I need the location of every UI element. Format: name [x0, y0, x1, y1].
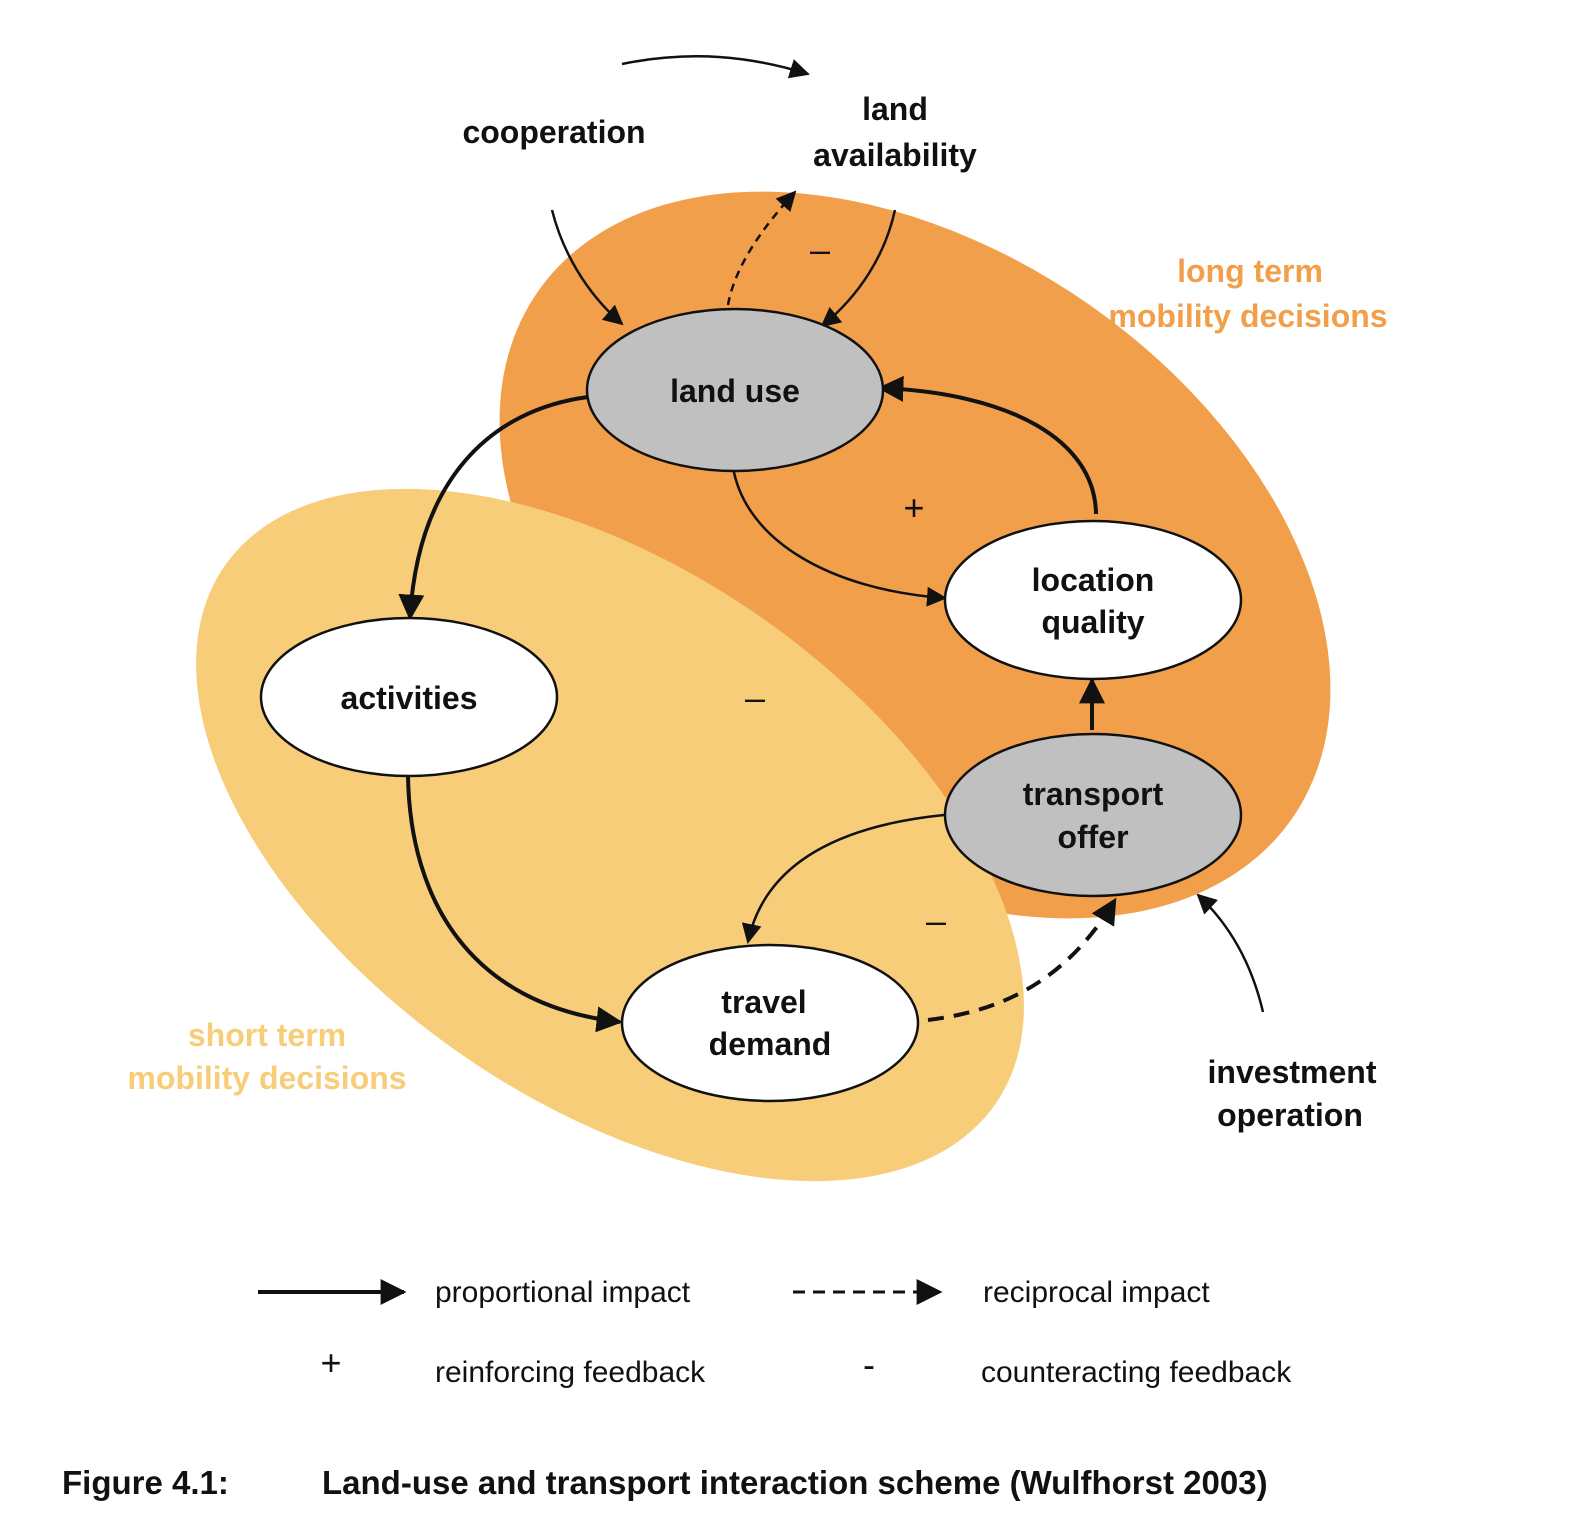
node-transport-offer-label-line2: offer: [1057, 819, 1128, 855]
travel-demand-to-transport-offer-dashed-arrow: [927, 897, 1117, 1022]
node-location-quality: location quality: [943, 519, 1243, 681]
investment-label: investment: [1208, 1054, 1377, 1090]
sign-transport-loop: –: [926, 900, 946, 941]
short-term-label-line1: short term: [188, 1017, 346, 1053]
land-availability-label-line1: land: [862, 91, 928, 127]
figure-label: Figure 4.1:: [62, 1464, 229, 1501]
node-travel-demand-label-line2: demand: [709, 1026, 832, 1062]
node-activities-label: activities: [341, 680, 478, 716]
legend-reciprocal-label: reciprocal impact: [983, 1276, 1210, 1309]
node-activities: activities: [259, 616, 559, 778]
cooperation-label: cooperation: [462, 114, 645, 150]
node-transport-offer-label-line1: transport: [1023, 776, 1164, 812]
sign-land-use-loop: +: [903, 487, 924, 528]
investment-to-transport-offer-arrow: [1196, 893, 1265, 1013]
sign-center: –: [745, 677, 765, 718]
transport-offer-to-travel-demand-arrow: [741, 813, 945, 944]
legend-proportional-label: proportional impact: [435, 1276, 691, 1309]
figure-caption: Land-use and transport interaction schem…: [322, 1464, 1268, 1501]
node-transport-offer: transport offer: [943, 732, 1243, 898]
legend-counteracting-symbol: -: [863, 1344, 875, 1385]
land-use-to-activities-arrow: [398, 395, 589, 621]
cooperation-to-land-use-arrow: [550, 209, 624, 326]
land-availability-to-land-use-arrow: [820, 209, 897, 328]
node-travel-demand: travel demand: [620, 943, 920, 1103]
legend-counteracting-label: counteracting feedback: [981, 1356, 1292, 1389]
node-land-use: land use: [585, 307, 885, 473]
long-term-label-line2: mobility decisions: [1108, 298, 1387, 334]
short-term-label-line2: mobility decisions: [127, 1060, 406, 1096]
node-location-quality-label-line2: quality: [1041, 604, 1144, 640]
cooperation-arrow: [621, 55, 810, 79]
land-use-to-land-availability-dashed-arrow: [726, 190, 797, 306]
operation-label: operation: [1217, 1097, 1363, 1133]
node-travel-demand-label-line1: travel: [721, 984, 806, 1020]
land-availability-label-line2: availability: [813, 137, 977, 173]
land-use-to-location-quality-arrow: [731, 466, 947, 607]
legend-reinforcing-label: reinforcing feedback: [435, 1356, 706, 1389]
location-quality-to-land-use-arrow: [877, 375, 1098, 515]
long-term-label-line1: long term: [1177, 253, 1323, 289]
legend-reinforcing-symbol: +: [320, 1342, 341, 1383]
activities-to-travel-demand-arrow: [406, 775, 623, 1033]
node-land-use-label: land use: [670, 373, 800, 409]
sign-land-availability: –: [810, 229, 830, 270]
node-location-quality-label-line1: location: [1032, 562, 1155, 598]
